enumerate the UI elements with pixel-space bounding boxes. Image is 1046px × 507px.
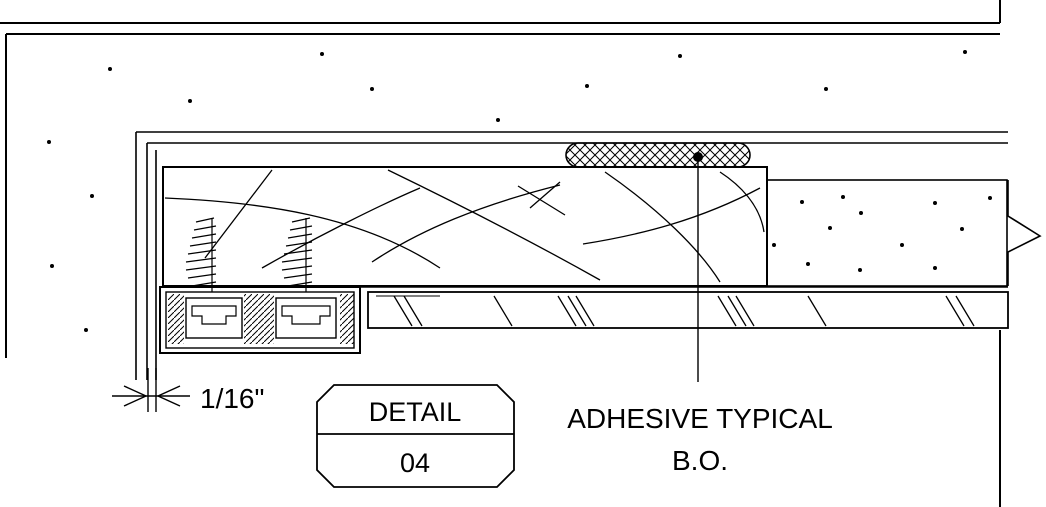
callout-text-line2: B.O. — [672, 445, 728, 476]
dimension-label: 1/16" — [200, 383, 264, 414]
break-line — [1007, 180, 1042, 286]
callout-leader — [693, 152, 703, 382]
concrete-aggregate-dots — [47, 50, 992, 332]
adhesive-bead — [565, 142, 751, 168]
detail-tag-title: DETAIL — [369, 397, 462, 427]
dimension-arrows — [112, 368, 190, 412]
callout-text-line1: ADHESIVE TYPICAL — [567, 403, 833, 434]
screw-right — [281, 217, 313, 292]
aluminum-mullion — [159, 286, 361, 354]
opening-rebate-lines — [135, 131, 1008, 380]
detail-tag-number: 04 — [400, 448, 430, 478]
wood-grain — [164, 169, 765, 283]
wood-blocking — [162, 166, 1008, 287]
glazing-panel — [360, 286, 1009, 329]
screw-left — [185, 217, 217, 292]
concrete-slab-outline — [0, 0, 1001, 507]
detail-tag-frame — [316, 384, 515, 488]
